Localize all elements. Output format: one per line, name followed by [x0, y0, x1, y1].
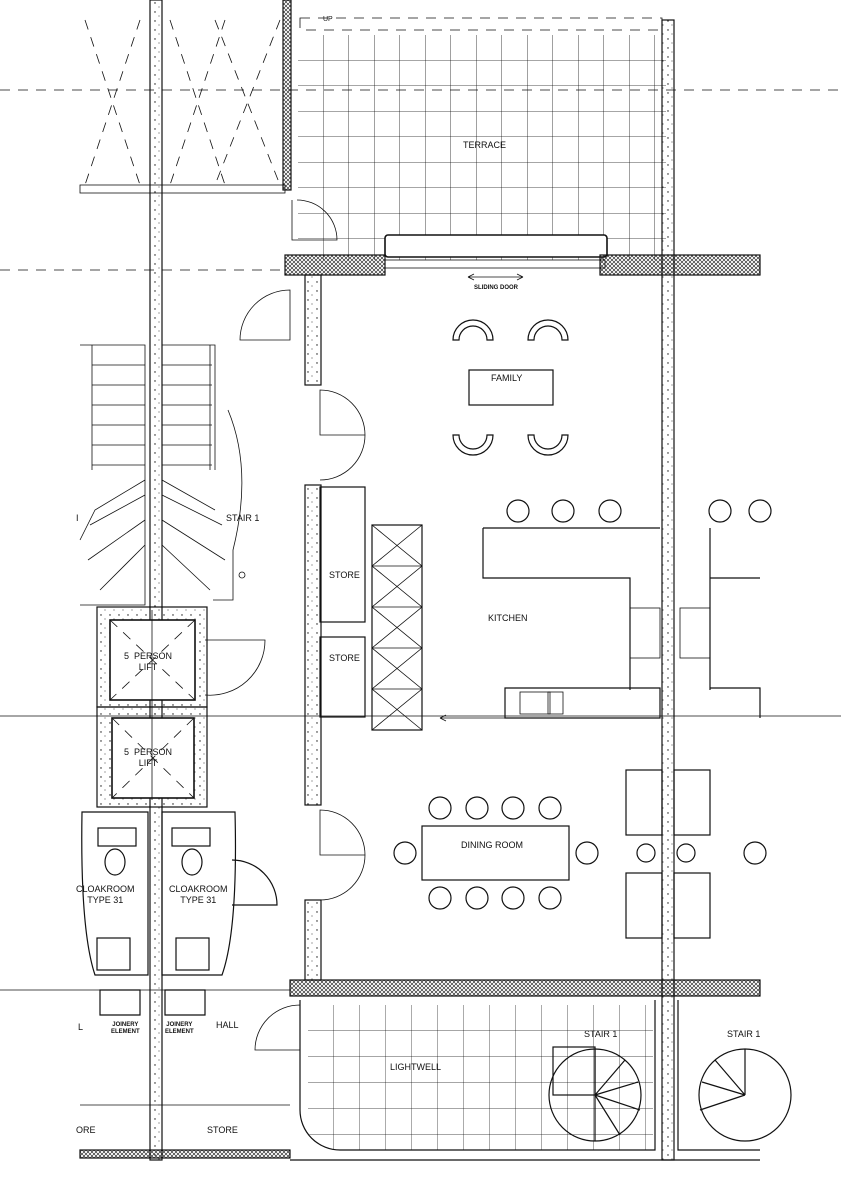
wall: [304, 484, 322, 806]
bar-stools: [506, 499, 772, 523]
stair-label: STAIR 1: [226, 513, 260, 523]
dining-chairs: [393, 796, 767, 910]
dining-room-label: DINING ROOM: [461, 840, 523, 850]
lightwell-tiles: [308, 1005, 653, 1150]
terrace-area: [0, 17, 841, 271]
door-swing[interactable]: [319, 809, 366, 901]
hob-icon: [679, 607, 711, 659]
oven-units: [625, 769, 711, 939]
joinery-label: JOINERY ELEMENT: [111, 1022, 140, 1035]
family-table: [468, 369, 554, 406]
cloakrooms: [81, 811, 278, 1016]
store-room: [319, 486, 366, 623]
stair-label: STAIR 1: [584, 1029, 618, 1039]
store-label: STORE: [207, 1125, 238, 1135]
cloakroom-label: CLOAKROOM TYPE 31: [76, 884, 135, 905]
sink-icon: [519, 691, 551, 715]
cloakroom-label: CLOAKROOM TYPE 31: [169, 884, 228, 905]
sliding-arrow-icon: [467, 273, 524, 281]
door-swing[interactable]: [291, 199, 338, 241]
spiral-stair-icon: [548, 1046, 792, 1142]
hall-label: HALL: [216, 1020, 239, 1030]
void-openings: [79, 0, 292, 194]
wall: [599, 254, 761, 276]
lift-shafts: [96, 606, 266, 808]
family-label: FAMILY: [491, 373, 523, 383]
terrace-label: TERRACE: [463, 140, 507, 150]
wall: [304, 899, 322, 981]
lift-label: 5 PERSON LIFT: [124, 747, 173, 768]
sink-icon: [547, 691, 564, 715]
store-label: STORE: [329, 653, 360, 663]
sliding-door-label: SLIDING DOOR: [474, 285, 519, 291]
kitchen-label: KITCHEN: [488, 613, 528, 623]
store-room: [319, 636, 366, 718]
store-label-cut: ORE: [76, 1125, 96, 1135]
door-swing[interactable]: [254, 1004, 301, 1051]
stair-label-cut: I: [76, 513, 79, 523]
door-swing[interactable]: [239, 289, 366, 481]
stair-label: STAIR 1: [727, 1029, 761, 1039]
sliding-door[interactable]: [384, 259, 606, 269]
stair-left: [79, 344, 246, 606]
up-label: UP: [323, 16, 333, 23]
hall-label-cut: L: [78, 1022, 84, 1032]
wall: [289, 979, 761, 997]
wall: [284, 254, 386, 276]
tall-cupboards: [371, 524, 423, 731]
hob-icon: [629, 607, 661, 659]
dining-table: [421, 825, 570, 881]
lightwell-wall: [299, 1000, 656, 1151]
store-label: STORE: [329, 570, 360, 580]
party-wall: [149, 0, 163, 1161]
armchairs: [452, 319, 569, 456]
lift-label: 5 PERSON LIFT: [124, 651, 173, 672]
kitchen-island: [482, 527, 760, 690]
sink-counter: [504, 687, 761, 719]
lightwell-label: LIGHTWELL: [390, 1062, 442, 1072]
wall: [304, 274, 322, 386]
joinery-label: JOINERY ELEMENT: [165, 1022, 194, 1035]
